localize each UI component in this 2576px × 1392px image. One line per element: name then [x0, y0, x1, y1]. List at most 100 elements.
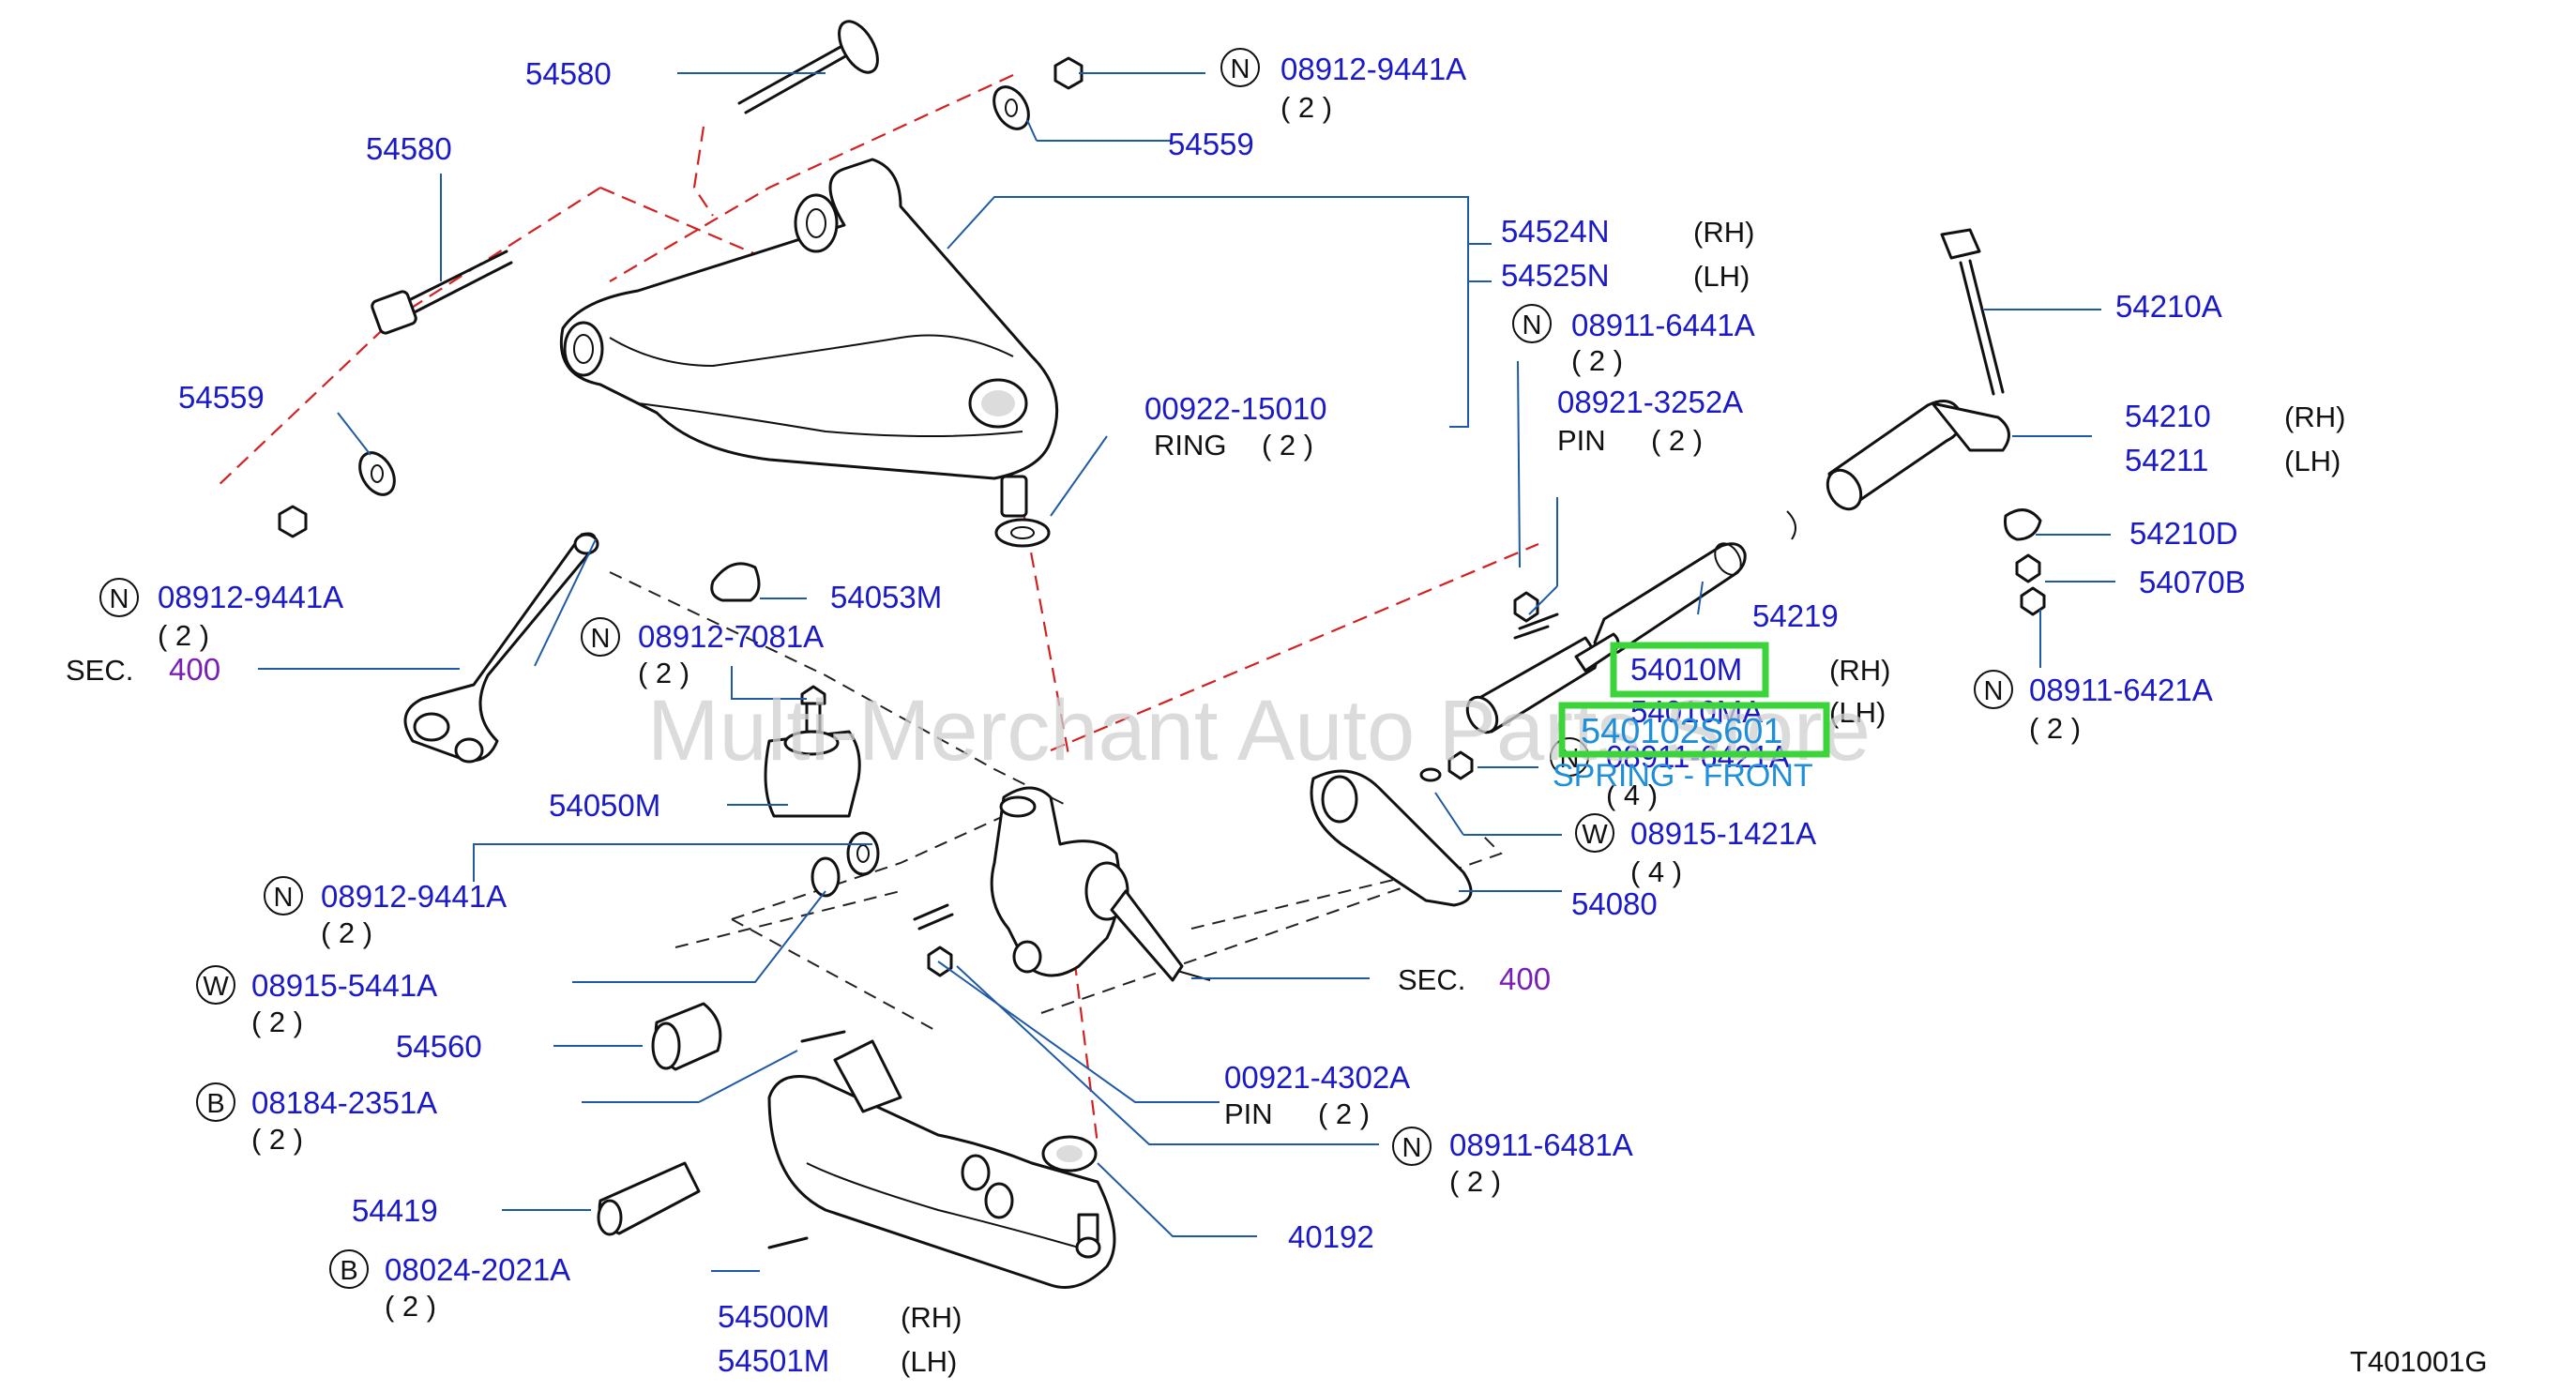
qty-left: ( 2 ) — [158, 619, 209, 652]
badge-b: B — [206, 1089, 224, 1119]
highlight-part-number[interactable]: 540102S601 — [1581, 712, 1783, 751]
label-54210d[interactable]: 54210D — [2129, 516, 2238, 551]
qty-08024: ( 2 ) — [385, 1290, 436, 1323]
qty-pin-2: ( 2 ) — [1318, 1097, 1370, 1130]
qty-ring: ( 2 ) — [1262, 429, 1313, 461]
side-rh: (RH) — [1829, 654, 1890, 687]
badge-n: N — [591, 624, 611, 654]
side-lh: (LH) — [2284, 445, 2341, 477]
upper-bolts — [371, 20, 879, 335]
badge-group: N N N N N N W N W B N B — [99, 48, 2013, 1289]
badge-n: N — [1984, 676, 2004, 706]
pin-label: PIN — [1557, 424, 1606, 457]
anchor-arm — [1826, 228, 2046, 616]
side-rh: (RH) — [901, 1301, 962, 1334]
label-08915-1421a[interactable]: 08915-1421A — [1630, 816, 1816, 851]
label-54501m[interactable]: 54501M — [718, 1343, 829, 1378]
badge-n: N — [274, 883, 294, 913]
label-54559-top[interactable]: 54559 — [1168, 127, 1254, 161]
label-54500m[interactable]: 54500M — [718, 1299, 829, 1334]
highlight-box-54010m[interactable] — [1610, 642, 1769, 698]
qty-08184: ( 2 ) — [251, 1123, 303, 1156]
label-54211[interactable]: 54211 — [2125, 443, 2208, 477]
lower-control-arm — [767, 1039, 1116, 1289]
label-54210[interactable]: 54210 — [2125, 399, 2211, 433]
qty-6441: ( 2 ) — [1571, 344, 1623, 377]
label-08912-9441a-mid[interactable]: 08912-9441A — [321, 879, 507, 914]
label-08911-6421a-right[interactable]: 08911-6421A — [2029, 673, 2213, 707]
side-lh: (LH) — [901, 1345, 957, 1378]
label-54210a[interactable]: 54210A — [2115, 289, 2222, 324]
ring-label: RING — [1154, 429, 1227, 461]
qty-top: ( 2 ) — [1280, 91, 1332, 124]
qty-4-b: ( 4 ) — [1630, 855, 1682, 888]
label-54580-left[interactable]: 54580 — [366, 131, 452, 166]
label-54053m[interactable]: 54053M — [830, 580, 942, 614]
badge-w: W — [1582, 820, 1608, 850]
label-54070b[interactable]: 54070B — [2139, 565, 2246, 599]
label-00922-15010[interactable]: 00922-15010 — [1144, 391, 1327, 426]
side-lh: (LH) — [1693, 260, 1750, 293]
highlight-box-540102s601[interactable] — [1558, 702, 1830, 758]
side-rh: (RH) — [1693, 216, 1754, 249]
store-watermark: Multi-Merchant Auto Parts Store — [647, 683, 1871, 779]
sec-number-right[interactable]: 400 — [1499, 961, 1551, 996]
badge-n: N — [1402, 1133, 1422, 1163]
highlighted-parts: 540102S601 SPRING - FRONT — [1553, 642, 1830, 794]
upper-control-arm — [559, 158, 1059, 518]
qty-mid: ( 2 ) — [321, 916, 372, 949]
label-54559-left[interactable]: 54559 — [178, 380, 265, 415]
qty-4-a: ( 4 ) — [1606, 779, 1658, 811]
qty-5441: ( 2 ) — [251, 1006, 303, 1038]
label-00921-4302a[interactable]: 00921-4302A — [1224, 1060, 1410, 1095]
label-54050m[interactable]: 54050M — [549, 788, 660, 823]
leader-lines — [258, 72, 2115, 1272]
badge-n: N — [110, 584, 129, 614]
badge-w: W — [203, 972, 229, 1002]
label-54219[interactable]: 54219 — [1752, 598, 1839, 633]
label-54525n[interactable]: 54525N — [1501, 258, 1610, 293]
badge-n: N — [1523, 310, 1542, 340]
qty-7081: ( 2 ) — [638, 657, 689, 689]
lower-bushings — [597, 831, 954, 1249]
label-08921-3252a[interactable]: 08921-3252A — [1557, 385, 1743, 419]
badge-b: B — [340, 1256, 357, 1286]
label-08911-6481a[interactable]: 08911-6481A — [1449, 1127, 1633, 1162]
steering-knuckle — [990, 786, 1211, 982]
pin-label-2: PIN — [1224, 1097, 1273, 1130]
part-labels: 54580 54580 08912-9441A ( 2 ) 54559 5455… — [66, 52, 2488, 1378]
badge-n: N — [1231, 54, 1250, 84]
side-lh: (LH) — [1829, 696, 1886, 729]
label-08024-2021a[interactable]: 08024-2021A — [385, 1252, 570, 1287]
label-08912-9441a-left[interactable]: 08912-9441A — [158, 580, 343, 614]
label-54524n[interactable]: 54524N — [1501, 214, 1610, 249]
highlight-part-description: SPRING - FRONT — [1553, 758, 1813, 794]
label-08184-2351a[interactable]: 08184-2351A — [251, 1085, 437, 1120]
torsion-bar-bracket — [1310, 750, 1474, 907]
label-54010m[interactable]: 54010M — [1630, 652, 1742, 687]
label-08912-7081a[interactable]: 08912-7081A — [638, 619, 824, 654]
torsion-bar-parts — [1465, 510, 1796, 734]
qty-pin: ( 2 ) — [1651, 424, 1703, 457]
washers-nuts — [278, 56, 1083, 548]
stabilizer-link — [403, 532, 599, 764]
label-54010ma[interactable]: 54010MA — [1630, 694, 1763, 729]
bump-stop-parts — [710, 562, 861, 818]
qty-6481: ( 2 ) — [1449, 1165, 1501, 1198]
sec-label-left: SEC. — [66, 654, 133, 687]
label-54580-top[interactable]: 54580 — [525, 56, 612, 91]
sec-number-left[interactable]: 400 — [169, 652, 220, 687]
sec-label-right: SEC. — [1398, 963, 1465, 996]
label-08915-5441a[interactable]: 08915-5441A — [251, 968, 437, 1003]
label-54419[interactable]: 54419 — [352, 1193, 438, 1228]
label-40192[interactable]: 40192 — [1288, 1219, 1374, 1254]
black-assembly-lines — [609, 571, 1503, 1033]
qty-6421-right: ( 2 ) — [2029, 712, 2081, 745]
label-08912-9441a-top[interactable]: 08912-9441A — [1280, 52, 1466, 86]
side-rh: (RH) — [2284, 401, 2345, 433]
label-08911-6441a[interactable]: 08911-6441A — [1571, 308, 1755, 342]
label-54080[interactable]: 54080 — [1571, 886, 1658, 921]
label-54560[interactable]: 54560 — [396, 1029, 482, 1064]
